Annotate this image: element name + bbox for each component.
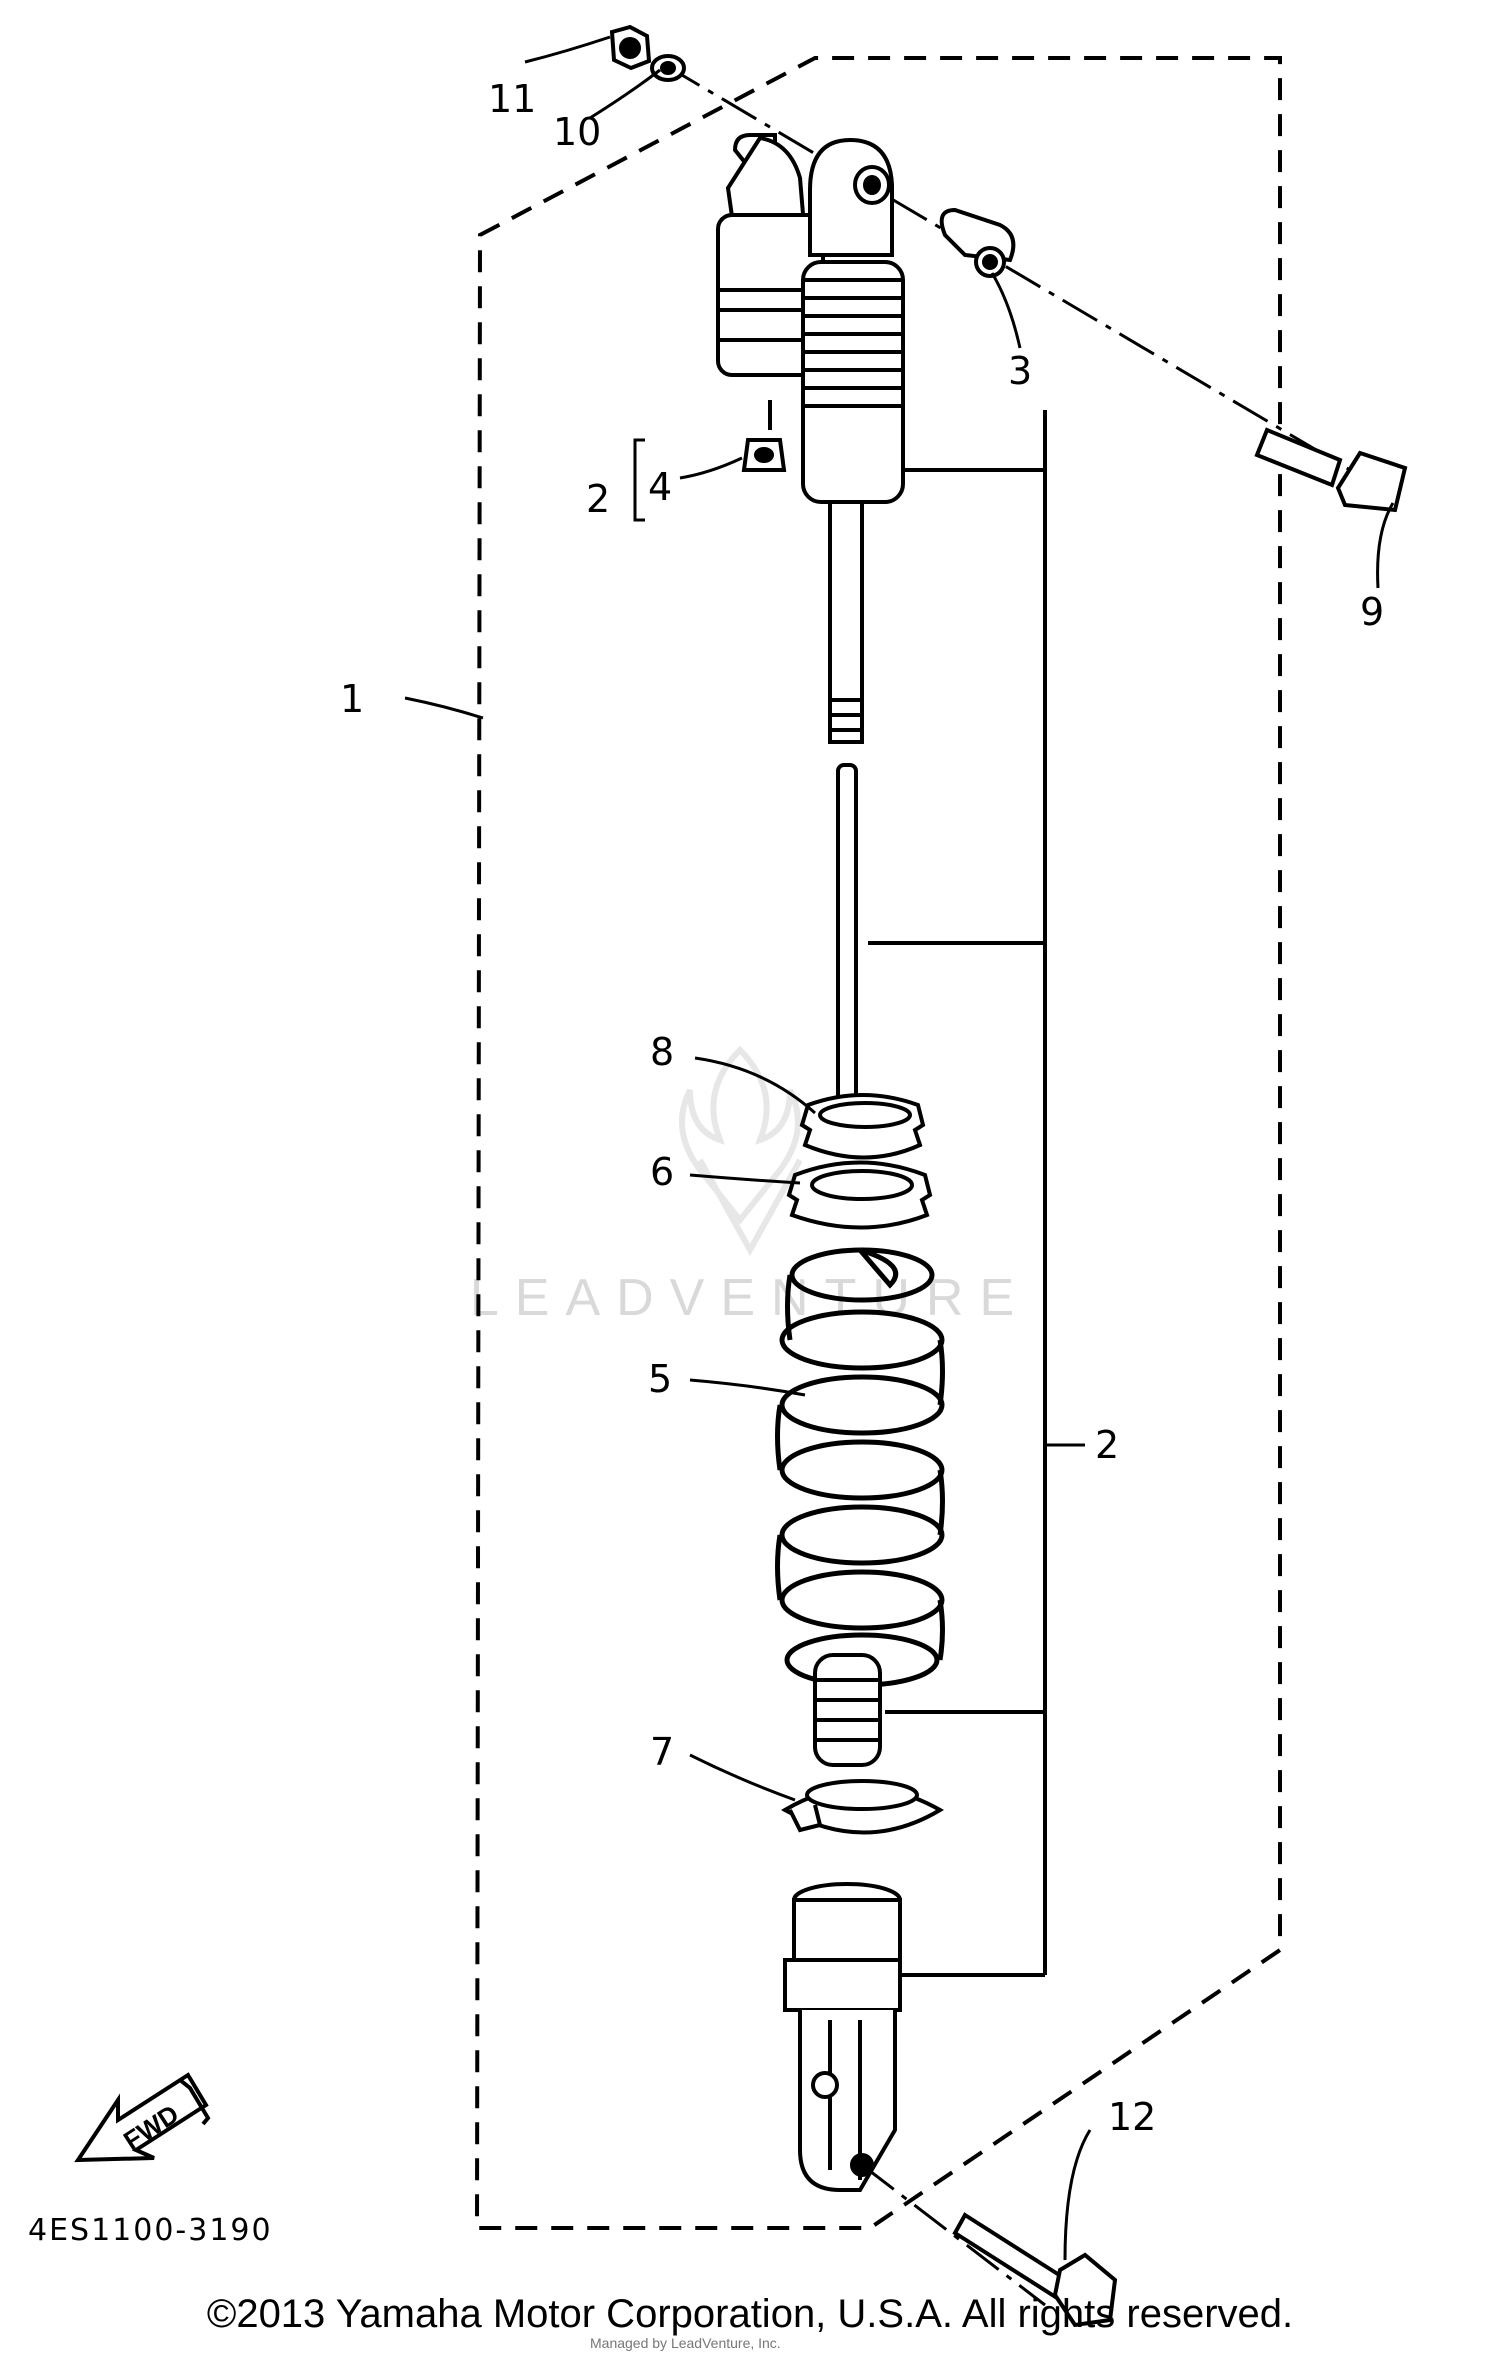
part-11-nut [609,24,652,71]
smallprint-notice: Managed by LeadVenture, Inc. [590,2335,781,2351]
part-9-bolt [1254,427,1408,513]
callout-7: 7 [650,1730,674,1774]
part-5-spring [775,1247,945,1688]
watermark-text: LEADVENTURE [470,1269,1030,1327]
callout-8: 8 [650,1030,674,1074]
part-4-cap [741,438,787,472]
fwd-arrow-icon [74,2072,211,2163]
sub-assembly-bracket [868,410,1047,1977]
bump-rubber [813,1653,882,1767]
callout-12: 12 [1108,2095,1156,2139]
part-7-spring-seat [781,1779,944,1835]
leader-lines [404,35,1395,2261]
part-10-washer [650,54,686,82]
mount-axis-line-top [664,63,1351,472]
part-6-lock-ring [786,1160,933,1230]
callout-2-top: 2 [586,477,610,521]
callout-3: 3 [1008,349,1032,393]
reference-code: 4ES1100-3190 [28,2213,273,2248]
callout-4: 4 [648,465,672,509]
callout-11: 11 [488,77,536,121]
callout-5: 5 [648,1357,672,1401]
lower-rod [836,763,858,1107]
mount-axis-line-bottom [861,2163,1046,2307]
shock-body [801,137,905,504]
piston-rod [828,500,864,744]
part-3-collar [939,207,1016,278]
callout-9: 9 [1360,590,1384,634]
reservoir-body [716,133,825,430]
assembly-boundary [474,56,1282,2230]
callout-2-mid: 2 [1095,1423,1119,1467]
part-8-adjuster-ring [799,1093,926,1160]
callout-1: 1 [340,677,364,721]
part-12-bolt [952,2212,1118,2328]
lower-clevis [783,1882,902,2192]
watermark-logo [679,1045,803,1257]
copyright-notice: ©2013 Yamaha Motor Corporation, U.S.A. A… [206,2292,1294,2336]
callout-10: 10 [553,110,601,154]
callout-6: 6 [650,1150,674,1194]
